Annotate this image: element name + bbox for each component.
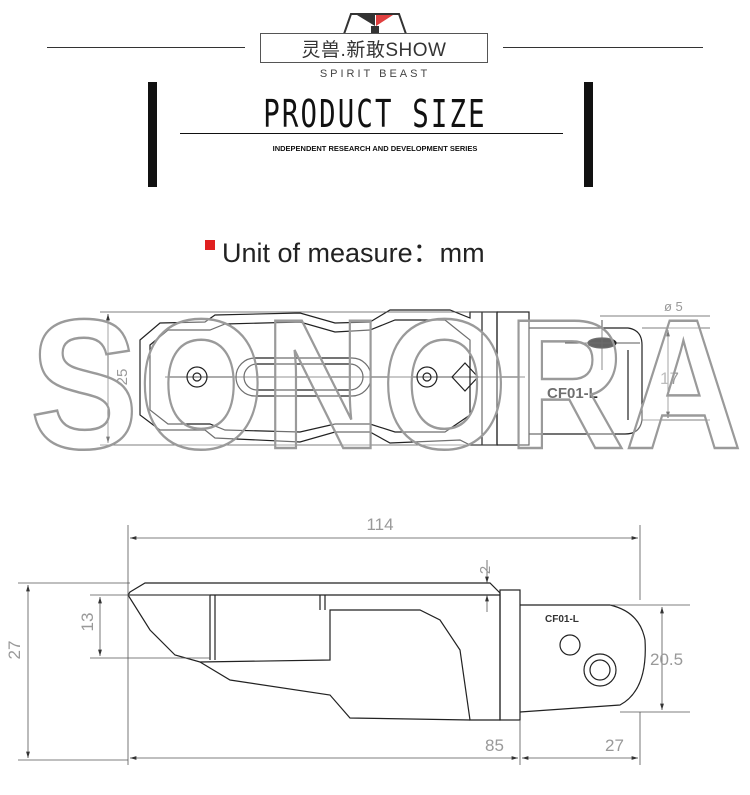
top-dim-tab: 17 [660, 369, 679, 388]
header-line-left [47, 47, 245, 48]
brand-box: 灵兽.新敢SHOW [260, 33, 488, 63]
brand-logo [343, 13, 407, 35]
page-title: PRODUCT SIZE [263, 92, 487, 136]
brand-subtitle: SPIRIT BEAST [319, 68, 431, 80]
side-part-label: CF01-L [545, 614, 579, 625]
watermark: SONORA [30, 282, 742, 488]
top-view [139, 309, 643, 446]
side-dim-height: 27 [5, 641, 24, 660]
side-dim-body-length: 85 [485, 736, 504, 755]
top-part-label: CF01-L [547, 385, 598, 402]
side-dim-tab-height: 20.5 [650, 650, 683, 669]
unit-marker [205, 240, 215, 250]
header-line-right [503, 47, 703, 48]
side-view [127, 582, 646, 721]
title-underline [180, 133, 563, 134]
side-view-dimensions [18, 525, 690, 765]
side-dim-inner: 13 [78, 613, 97, 632]
top-view-dimensions [100, 311, 710, 446]
title-bar-right [584, 82, 593, 187]
unit-label: Unit of measure：mm [222, 238, 485, 268]
side-dim-tab-length: 27 [605, 736, 624, 755]
top-dim-width: 25 [114, 369, 131, 386]
brand-name: 灵兽.新敢SHOW [301, 39, 447, 61]
title-bar-left [148, 82, 157, 187]
side-dim-top: 2 [477, 566, 494, 574]
side-dim-length: 114 [366, 515, 393, 534]
top-dim-hole: ø 5 [664, 299, 683, 314]
page-subtitle: INDEPENDENT RESEARCH AND DEVELOPMENT SER… [272, 144, 478, 153]
